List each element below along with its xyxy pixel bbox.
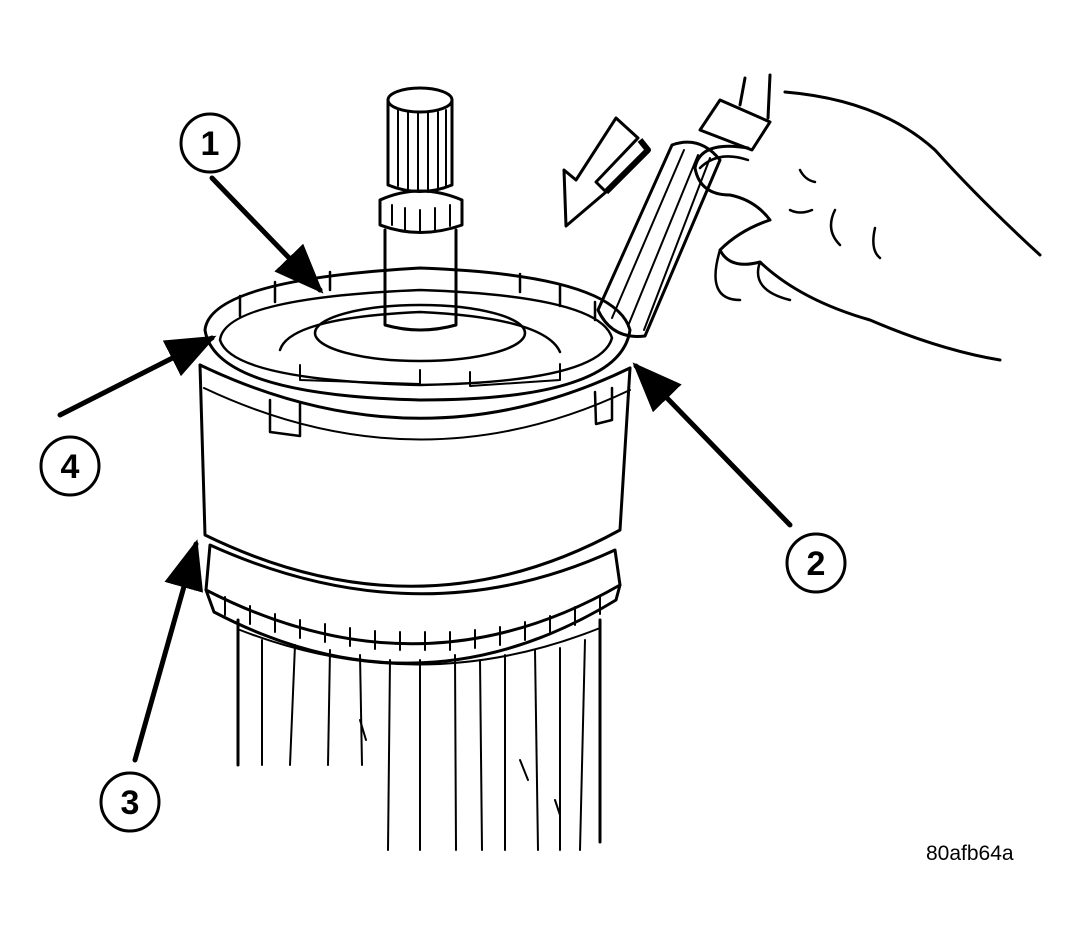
shaft-and-drum-illustration bbox=[198, 73, 1042, 851]
callout-circle bbox=[179, 112, 241, 174]
hub bbox=[313, 303, 527, 363]
lower-column bbox=[236, 618, 602, 844]
callout-circle bbox=[785, 532, 847, 594]
leader-lines bbox=[57, 175, 793, 763]
push-direction-arrow bbox=[562, 116, 651, 228]
input-shaft bbox=[383, 228, 458, 332]
leader-line-1 bbox=[209, 175, 324, 294]
callout-2: 2 bbox=[785, 532, 847, 594]
callout-label: 4 bbox=[61, 448, 80, 486]
callout-1: 1 bbox=[179, 112, 241, 174]
callout-4: 4 bbox=[39, 435, 101, 497]
drum-rim bbox=[203, 266, 632, 402]
leader-line-2 bbox=[632, 362, 793, 528]
callout-circle bbox=[99, 771, 161, 833]
seal-tool bbox=[596, 140, 722, 338]
callout-circle bbox=[39, 435, 101, 497]
drum-body bbox=[198, 363, 632, 588]
figure-id: 80afb64a bbox=[926, 842, 1014, 865]
leader-line-4 bbox=[57, 335, 217, 418]
callout-label: 1 bbox=[201, 125, 220, 163]
callout-3: 3 bbox=[99, 771, 161, 833]
technician-hand bbox=[693, 90, 1042, 362]
toothed-ring bbox=[204, 543, 622, 646]
callout-label: 3 bbox=[121, 784, 140, 822]
callout-label: 2 bbox=[807, 545, 826, 583]
leader-line-3 bbox=[132, 539, 204, 763]
